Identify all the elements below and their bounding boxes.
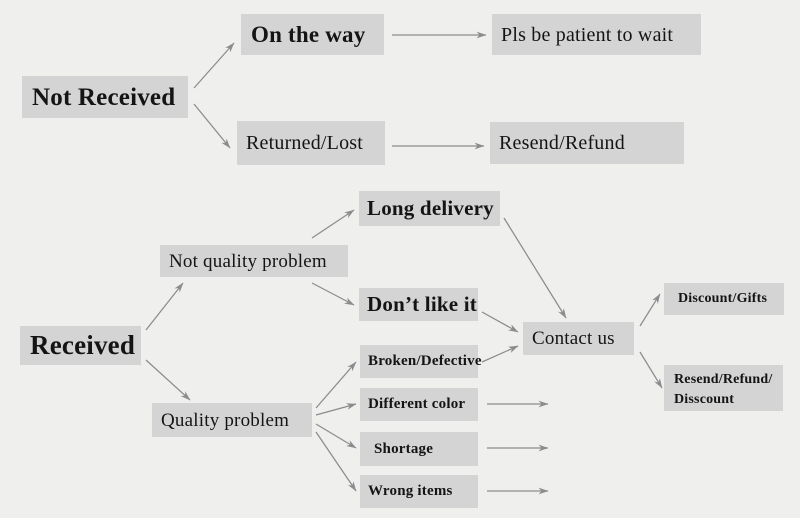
node-not-received[interactable]: Not Received (22, 76, 188, 118)
node-label: Different color (368, 396, 466, 412)
node-discount-gifts[interactable]: Discount/Gifts (664, 283, 784, 315)
edge-quality-to-shortage (315, 423, 357, 449)
edge-quality-to-different-color (315, 403, 357, 416)
node-wrong-items[interactable]: Wrong items (360, 475, 478, 508)
edge-broken-to-contact-us (481, 345, 519, 363)
edge-received-to-quality (145, 359, 191, 401)
node-returned-lost[interactable]: Returned/Lost (237, 121, 385, 165)
node-label: On the way (251, 22, 366, 47)
node-label-line-2: Disscount (674, 392, 735, 408)
node-label: Discount/Gifts (678, 291, 768, 306)
node-label: Contact us (532, 328, 615, 349)
node-received[interactable]: Received (20, 326, 141, 365)
node-resend-refund-disscount[interactable]: Resend/Refund/ Disscount (664, 365, 783, 411)
node-not-quality-problem[interactable]: Not quality problem (160, 245, 348, 277)
node-dont-like-it[interactable]: Don’t like it (359, 288, 478, 321)
node-long-delivery[interactable]: Long delivery (359, 191, 500, 226)
edge-quality-to-broken (315, 361, 357, 409)
node-label: Broken/Defective (368, 353, 482, 369)
node-label: Resend/Refund (499, 132, 625, 154)
node-quality-problem[interactable]: Quality problem (152, 403, 312, 437)
edge-dont-like-it-to-contact-us (481, 311, 519, 333)
edge-not-quality-to-dont-like-it (311, 282, 355, 306)
node-label: Wrong items (368, 483, 453, 499)
node-label: Pls be patient to wait (501, 23, 674, 46)
node-label: Not Received (32, 83, 176, 111)
edge-not-received-to-returned-lost (193, 103, 231, 149)
node-contact-us[interactable]: Contact us (523, 322, 634, 355)
node-label: Returned/Lost (246, 132, 364, 154)
node-label: Don’t like it (367, 292, 477, 316)
edge-not-received-to-on-the-way (193, 42, 235, 89)
node-label-line-1: Resend/Refund/ (674, 372, 773, 387)
edge-contact-us-to-resend-refund-discount (639, 351, 663, 389)
node-label: Not quality problem (169, 250, 327, 272)
node-shortage[interactable]: Shortage (360, 432, 478, 466)
node-pls-be-patient-to-wait[interactable]: Pls be patient to wait (492, 14, 701, 55)
node-resend-refund[interactable]: Resend/Refund (490, 122, 684, 164)
node-label: Long delivery (367, 196, 494, 220)
node-on-the-way[interactable]: On the way (241, 14, 384, 55)
edge-contact-us-to-discount-gifts (639, 293, 661, 327)
node-label: Shortage (374, 440, 434, 457)
edge-not-quality-to-long-delivery (311, 209, 355, 239)
node-label: Received (30, 330, 136, 360)
edge-received-to-not-quality (145, 282, 184, 331)
node-broken-defective[interactable]: Broken/Defective (360, 345, 482, 378)
edge-quality-to-wrong-items (315, 431, 357, 492)
node-different-color[interactable]: Different color (360, 388, 478, 421)
node-label: Quality problem (161, 409, 290, 431)
edge-long-delivery-to-contact-us (503, 217, 567, 319)
